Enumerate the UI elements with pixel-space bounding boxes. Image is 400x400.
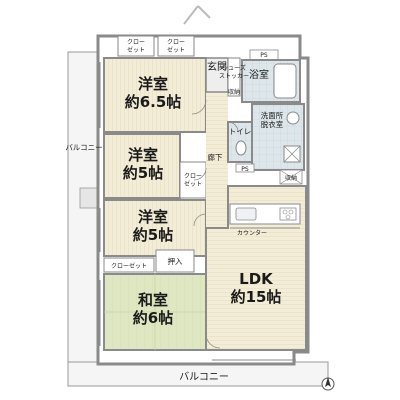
japanese-size: 約6帖 bbox=[133, 309, 173, 327]
shoe-storage-label-1: シューズ bbox=[222, 64, 246, 72]
bath-label: 浴室 bbox=[249, 68, 269, 81]
ps-small-label: PS bbox=[241, 166, 249, 173]
balcony-pillar bbox=[79, 187, 99, 209]
western-2-size: 約5帖 bbox=[123, 164, 163, 182]
toilet-bowl bbox=[235, 140, 247, 156]
entrance-label-1: 玄関 bbox=[207, 60, 227, 73]
balcony-bottom bbox=[67, 361, 329, 387]
closet-mid-label-1: クロー bbox=[184, 173, 202, 180]
room-western-3 bbox=[103, 199, 207, 257]
ldk-name: LDK bbox=[239, 270, 274, 288]
shoe-storage bbox=[227, 57, 241, 97]
washroom-label-1: 洗面所 bbox=[261, 110, 284, 120]
western-1-name: 洋室 bbox=[138, 75, 168, 93]
room-ldk bbox=[205, 185, 307, 351]
room-western-2 bbox=[103, 133, 181, 199]
western-3-name: 洋室 bbox=[138, 208, 168, 226]
shoe-storage-label-2: ストッカー bbox=[219, 73, 249, 80]
ps-top-label: PS bbox=[260, 52, 268, 59]
washroom-label-2: 脱衣室 bbox=[261, 119, 284, 129]
closet-top-1-label-1: クロー bbox=[127, 39, 145, 46]
toilet-label: トイレ bbox=[229, 127, 252, 136]
hallway-label: 廊下 bbox=[208, 152, 223, 162]
kitchen-stove bbox=[279, 207, 297, 221]
counter-label: カウンター bbox=[237, 229, 267, 237]
oshiire bbox=[155, 249, 195, 273]
closet-top-2-label-1: クロー bbox=[167, 39, 185, 46]
closet-top-2-label-2: ゼット bbox=[167, 46, 185, 54]
oshiire-label: 押入 bbox=[168, 256, 183, 266]
mini-label-1: 収納 bbox=[228, 88, 240, 96]
closet-top-1 bbox=[117, 35, 155, 57]
japanese-name: 和室 bbox=[138, 291, 168, 309]
balcony-left bbox=[67, 51, 99, 383]
western-2-name: 洋室 bbox=[128, 146, 158, 164]
ps-small bbox=[235, 163, 255, 173]
closet-mid bbox=[179, 161, 207, 199]
western-3-size: 約5帖 bbox=[133, 226, 173, 244]
western-1-size: 約6.5帖 bbox=[125, 93, 182, 111]
ldk-size: 約15帖 bbox=[231, 288, 282, 306]
closet-top-2 bbox=[157, 35, 195, 57]
closet-lower bbox=[103, 257, 155, 273]
closet-lower-label: クローゼット bbox=[111, 262, 147, 270]
washbasin bbox=[286, 111, 300, 125]
mini-label-2: 収納 bbox=[285, 174, 297, 182]
balcony-left-label: バルコニー bbox=[65, 143, 102, 152]
balcony-bottom-label: バルコニー bbox=[179, 371, 229, 383]
closet-top-1-label-2: ゼット bbox=[127, 46, 145, 54]
hallway bbox=[206, 58, 228, 228]
kitchen-sink bbox=[235, 207, 257, 221]
closet-mid-label-2: ゼット bbox=[184, 180, 202, 188]
bathtub bbox=[273, 63, 297, 99]
